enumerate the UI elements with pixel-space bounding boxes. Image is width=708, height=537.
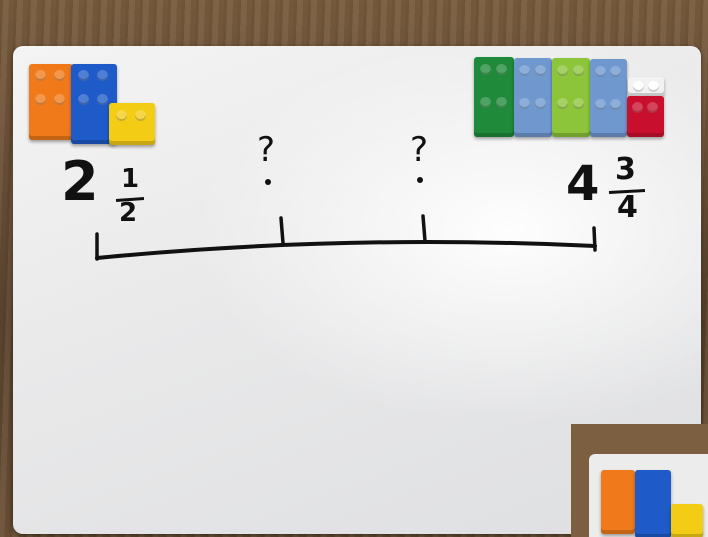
inset-blue-brick xyxy=(635,470,671,537)
inset-orange-brick xyxy=(601,470,635,534)
inset-whiteboard xyxy=(589,454,708,537)
inset-yellow-brick xyxy=(671,504,703,537)
inset-photo xyxy=(571,424,708,537)
number-line-tick-2 xyxy=(423,216,425,241)
number-line-tick-1 xyxy=(281,218,283,243)
number-line-tick-right xyxy=(594,228,595,250)
number-line-axis xyxy=(97,242,595,258)
